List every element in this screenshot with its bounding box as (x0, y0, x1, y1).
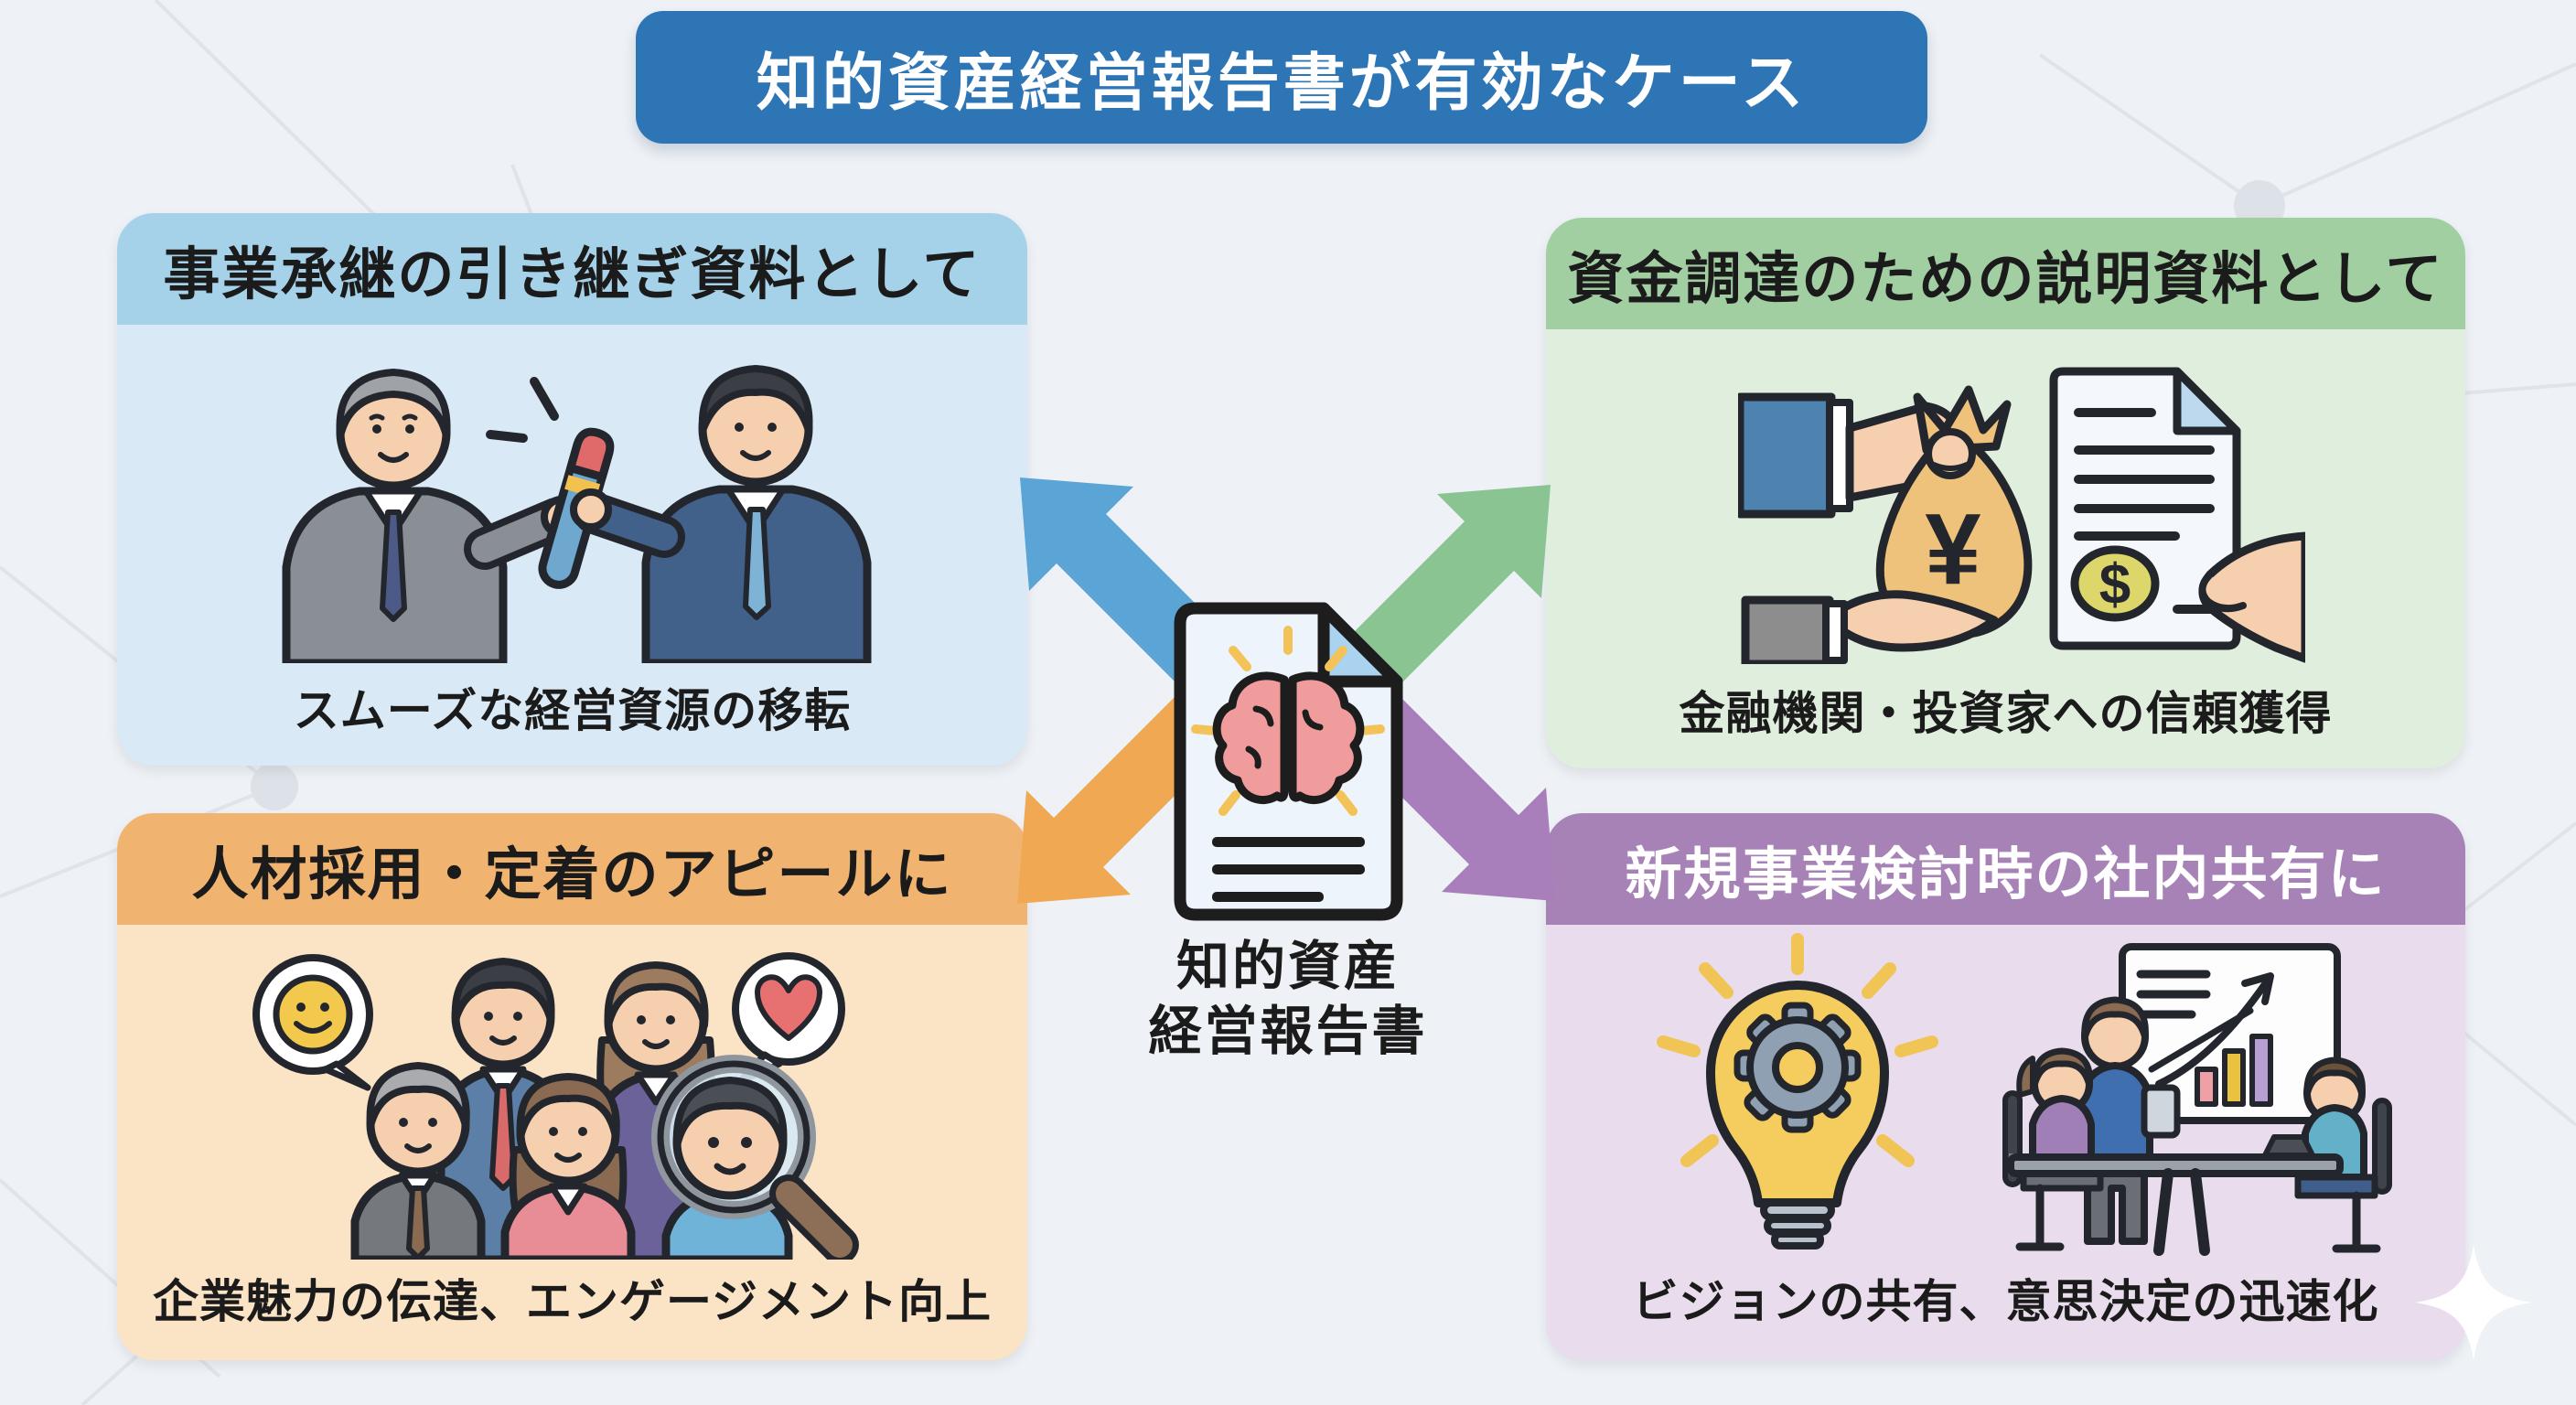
meeting-table-icon (2007, 1153, 2344, 1256)
center-label-line2: 経営報告書 (1148, 1001, 1428, 1061)
case-caption-fundraising: 金融機関・投資家への信頼獲得 (1679, 688, 2333, 739)
brain-document-icon (1174, 602, 1403, 921)
gear-icon (1733, 1002, 1862, 1133)
baton-pass-illustration (282, 365, 872, 663)
team-member-figure (500, 1073, 636, 1260)
case-box-fundraising: 資金調達のための説明資料として ¥ (1546, 218, 2465, 768)
case-header-fundraising: 資金調達のための説明資料として (1546, 218, 2465, 329)
team-appeal-illustration (252, 952, 859, 1260)
case-header-recruiting: 人材採用・定着のアピールに (117, 813, 1027, 925)
lightbulb-gear-icon (1657, 933, 1938, 1249)
whiteboard-icon (2119, 943, 2341, 1124)
case-header-label: 新規事業検討時の社内共有に (1625, 843, 2387, 906)
money-bag-icon: ¥ (1738, 385, 2033, 664)
meeting-scene (2002, 943, 2392, 1256)
case-caption-business-succession: スムーズな経営資源の移転 (293, 685, 852, 736)
case-header-label: 人材採用・定着のアピールに (191, 843, 953, 906)
center-label-line1: 知的資産 (1175, 937, 1400, 996)
case-box-business-succession: 事業承継の引き継ぎ資料として (117, 213, 1027, 766)
money-bag-document-illustration: ¥ $ (1738, 367, 2305, 664)
case-box-recruiting: 人材採用・定着のアピールに (117, 813, 1027, 1360)
page-title: 知的資産経営報告書が有効なケース (756, 48, 1808, 118)
sparkle-icon (2415, 1244, 2532, 1361)
heart-speech-bubble-icon (732, 952, 845, 1086)
case-caption-recruiting: 企業魅力の伝達、エンゲージメント向上 (153, 1276, 992, 1327)
team-member-figure (350, 1062, 486, 1260)
magnifier-icon (651, 1055, 859, 1260)
case-box-new-business: 新規事業検討時の社内共有に (1546, 813, 2465, 1360)
case-header-label: 資金調達のための説明資料として (1567, 248, 2444, 311)
case-header-label: 事業承継の引き継ぎ資料として (163, 243, 982, 306)
presenter-figure (2077, 996, 2254, 1245)
dollar-symbol: $ (2099, 553, 2131, 617)
seated-attendee-figure (2262, 1056, 2392, 1253)
young-businessman-figure (570, 365, 872, 663)
financial-document-icon: $ (2049, 367, 2305, 663)
case-caption-new-business: ビジョンの共有、意思決定の迅速化 (1632, 1276, 2379, 1327)
case-header-business-succession: 事業承継の引き継ぎ資料として (117, 213, 1027, 325)
center-document-label: 知的資産 経営報告書 (1087, 935, 1489, 1065)
title-banner: 知的資産経営報告書が有効なケース (636, 11, 1927, 144)
yen-symbol: ¥ (1925, 493, 1980, 606)
elder-businessman-figure (282, 369, 583, 663)
smiley-speech-bubble-icon (252, 954, 373, 1091)
case-header-new-business: 新規事業検討時の社内共有に (1546, 813, 2465, 925)
idea-meeting-illustration (1657, 933, 2392, 1256)
